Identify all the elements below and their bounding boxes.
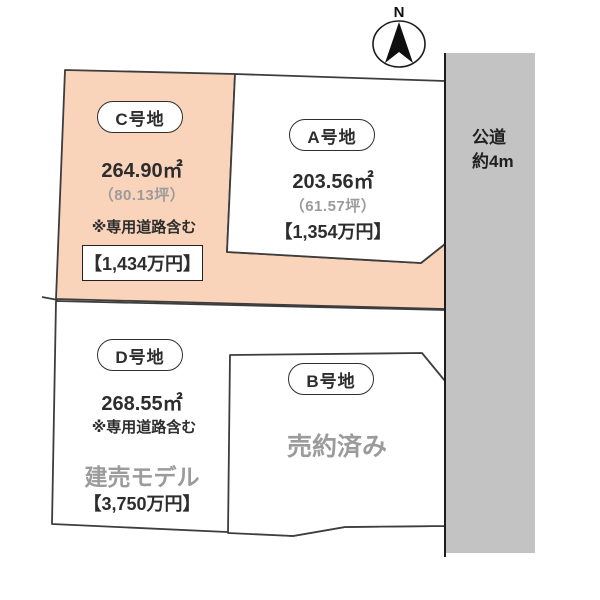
plot-d-road-note: ※専用道路含む bbox=[91, 419, 197, 436]
plot-a-area-value: 203.56㎡ bbox=[292, 171, 374, 193]
plot-a-shape bbox=[226, 73, 446, 264]
plot-d-model-label: 建売モデル bbox=[84, 464, 200, 490]
plot-d-name-badge: D号地 bbox=[97, 339, 183, 371]
road-label-line1: 公道 bbox=[472, 128, 506, 147]
plot-c-road-note: ※専用道路含む bbox=[91, 219, 197, 236]
compass-north-arrow-icon bbox=[385, 22, 413, 63]
plot-c-tsubo-value: （80.13坪） bbox=[98, 187, 186, 204]
plot-c-price-value: 【1,434万円】 bbox=[83, 254, 202, 274]
compass-north-label: N bbox=[393, 4, 405, 21]
plot-c-name-badge: C号地 bbox=[97, 101, 183, 133]
plot-a-name-badge: A号地 bbox=[289, 119, 375, 151]
plot-a-price-value: 【1,354万円】 bbox=[274, 222, 392, 242]
plot-b-name-badge: B号地 bbox=[288, 363, 374, 395]
boundary-tick-line bbox=[41, 296, 59, 301]
plot-c-name-label: C号地 bbox=[115, 109, 165, 129]
plot-d-price-value: 【3,750万円】 bbox=[83, 494, 201, 514]
road-label: 公道 約4m bbox=[472, 126, 534, 174]
plot-c-area-value: 264.90㎡ bbox=[101, 160, 183, 182]
road-area-shape bbox=[445, 53, 535, 553]
plot-b-sold-status: 売約済み bbox=[286, 433, 387, 461]
compass-circle-icon bbox=[372, 20, 426, 68]
plot-d-area-value: 268.55㎡ bbox=[101, 393, 183, 415]
plot-a-tsubo-value: （61.57坪） bbox=[289, 198, 377, 215]
plot-b-shape bbox=[227, 352, 446, 537]
plot-c-price-box: 【1,434万円】 bbox=[82, 245, 203, 281]
road-label-line2: 約4m bbox=[472, 152, 514, 171]
plot-d-name-label: D号地 bbox=[115, 347, 165, 367]
plot-a-name-label: A号地 bbox=[307, 127, 357, 147]
plot-b-name-label: B号地 bbox=[306, 371, 356, 391]
